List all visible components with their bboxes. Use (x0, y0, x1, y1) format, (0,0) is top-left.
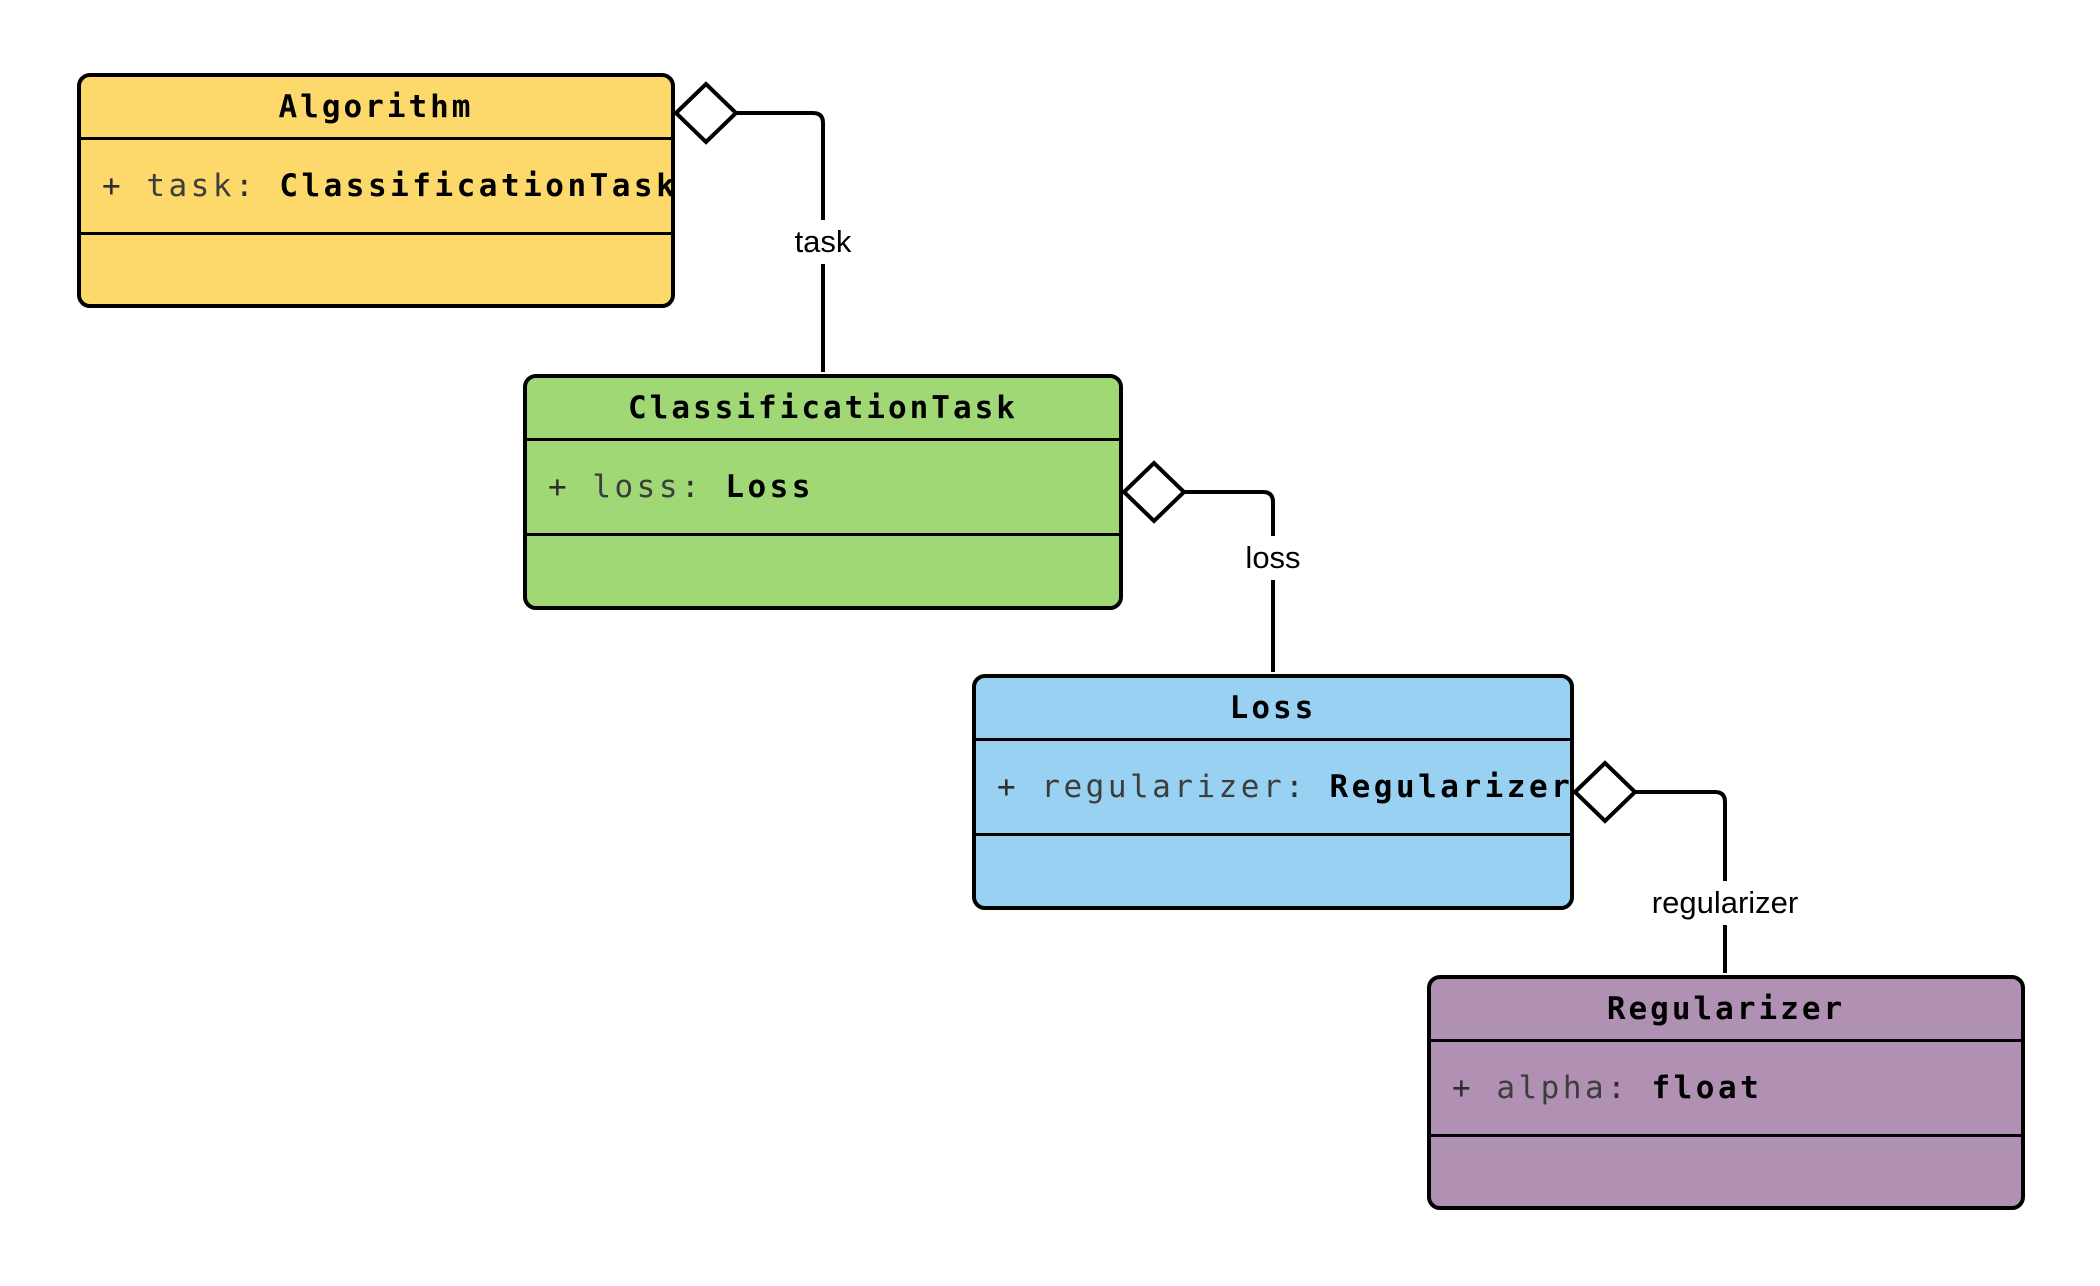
attribute-type: ClassificationTask (279, 168, 675, 204)
edge-label-loss: loss (1237, 536, 1309, 580)
class-title: Loss (976, 678, 1570, 741)
class-title: ClassificationTask (527, 378, 1119, 441)
attribute-visibility: + (548, 469, 593, 505)
attribute-separator: : (680, 469, 726, 505)
attribute-separator: : (1607, 1070, 1652, 1106)
aggregation-diamond-icon (1572, 760, 1638, 824)
attribute-separator: : (1285, 769, 1330, 805)
attribute-name: regularizer (1041, 769, 1286, 805)
edge-label-regularizer: regularizer (1643, 881, 1807, 925)
class-methods-empty (527, 536, 1119, 606)
class-box-algorithm[interactable]: Algorithm + task: ClassificationTask (77, 73, 675, 308)
attribute-type: Regularizer (1329, 769, 1574, 805)
class-box-loss[interactable]: Loss + regularizer: Regularizer (972, 674, 1574, 910)
attribute-type: float (1651, 1070, 1763, 1106)
attribute-visibility: + (1452, 1070, 1497, 1106)
attribute-name: alpha (1496, 1070, 1608, 1106)
class-attribute: + loss: Loss (527, 441, 1119, 536)
class-methods-empty (1431, 1137, 2021, 1206)
edge-loss (1184, 490, 1275, 672)
class-methods-empty (976, 836, 1570, 906)
class-box-classificationtask[interactable]: ClassificationTask + loss: Loss (523, 374, 1123, 610)
attribute-visibility: + (997, 769, 1042, 805)
edge-label-task: task (786, 220, 860, 264)
class-methods-empty (81, 235, 671, 304)
aggregation-diamond-icon (1121, 460, 1187, 524)
attribute-name: loss (592, 469, 681, 505)
attribute-name: task (146, 168, 235, 204)
attribute-visibility: + (102, 168, 147, 204)
class-attribute: + alpha: float (1431, 1042, 2021, 1137)
class-box-regularizer[interactable]: Regularizer + alpha: float (1427, 975, 2025, 1210)
attribute-type: Loss (725, 469, 814, 505)
class-attribute: + task: ClassificationTask (81, 140, 671, 235)
class-title: Algorithm (81, 77, 671, 140)
attribute-separator: : (234, 168, 280, 204)
aggregation-diamond-icon (673, 81, 739, 145)
class-title: Regularizer (1431, 979, 2021, 1042)
class-attribute: + regularizer: Regularizer (976, 741, 1570, 836)
